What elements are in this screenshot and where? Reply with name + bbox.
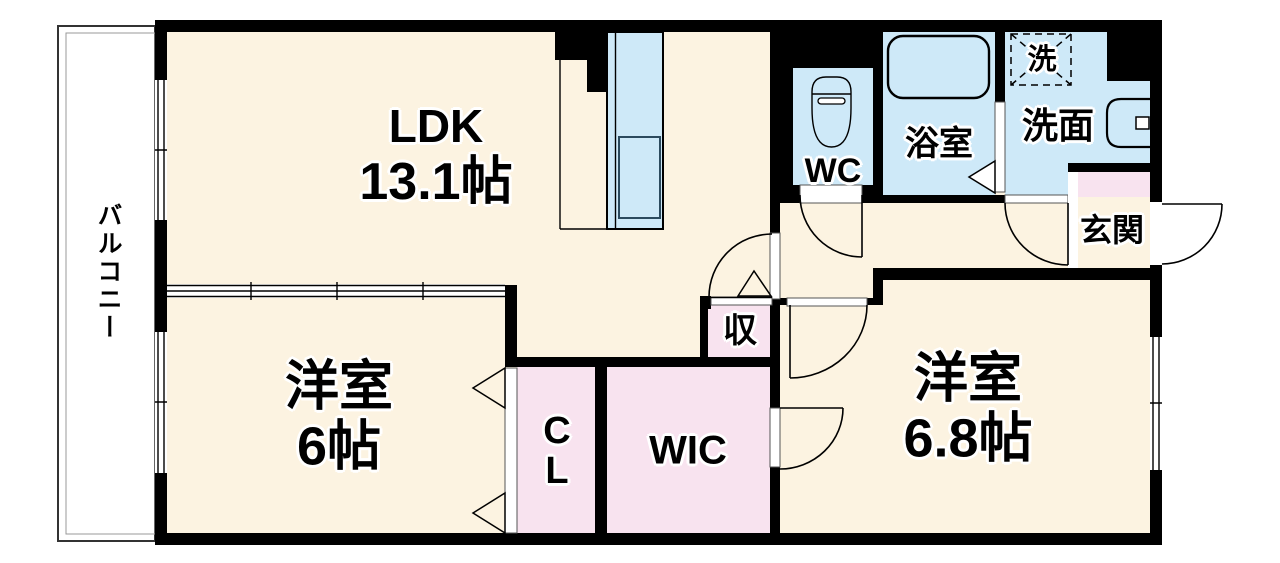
wall-segment: [780, 32, 883, 68]
balcony-outline: [57, 25, 156, 542]
washing-machine-icon: [1010, 33, 1072, 86]
wall-segment: [780, 185, 800, 203]
wic-label: WIC: [649, 428, 727, 473]
wall-segment: [595, 367, 607, 533]
wall-segment: [873, 278, 883, 305]
storage-floor: [708, 303, 770, 357]
wall-segment: [505, 285, 517, 367]
closet-door-strip: [504, 367, 518, 534]
wall-segment: [873, 268, 1162, 280]
ldk-door-swing: [700, 233, 773, 299]
wic-door-swing: [779, 407, 844, 470]
bifold-door-markers: [471, 159, 996, 535]
wc-floor: [793, 68, 873, 185]
bathtub-icon: [886, 34, 991, 100]
wall-segment: [780, 298, 787, 305]
storage-door-triangle: [736, 269, 773, 297]
window-bedroom2: [1150, 337, 1162, 470]
kitchen-counter-icon: [559, 31, 664, 230]
ldk-door-opening: [769, 232, 781, 300]
wic-door-opening: [769, 407, 781, 468]
wall-segment: [505, 357, 780, 367]
window-bedroom1: [155, 332, 167, 473]
entrance-opening: [1150, 202, 1162, 265]
closet-door-triangle: [471, 366, 506, 410]
wc-door-swing: [799, 194, 863, 258]
toilet-icon: [811, 76, 852, 148]
washbasin-icon: [1105, 97, 1150, 149]
ldk-label: LDK 13.1帖: [359, 101, 512, 211]
openings: [504, 101, 1162, 534]
entrance-door-swing: [1161, 203, 1223, 265]
closet-floor: [517, 367, 595, 533]
entrance-step-strip: [1068, 172, 1078, 268]
wc-label: WC: [804, 151, 862, 190]
wall-segment: [555, 32, 607, 60]
bedroom2-label: 洋室 6.8帖: [903, 349, 1032, 470]
sliding-partition: [167, 282, 505, 300]
bedroom1-size: 6帖: [296, 417, 382, 477]
bedroom2-size: 6.8帖: [903, 409, 1033, 469]
shoe-cabinet: [1078, 172, 1150, 197]
bedroom2-door-swing: [789, 304, 868, 379]
wall-segment: [587, 60, 607, 92]
bedroom1-name: 洋室: [285, 356, 393, 417]
window-ldk: [155, 80, 167, 220]
bathroom-door-opening: [994, 101, 1006, 193]
closet-door-triangle: [471, 491, 506, 535]
bedroom2-name: 洋室: [913, 348, 1022, 409]
washer-label: 洗: [1027, 43, 1057, 76]
washroom-door-opening: [1004, 194, 1069, 204]
bedroom1-label: 洋室 6帖: [285, 357, 393, 478]
entrance-label: 玄関: [1079, 212, 1145, 249]
storage-label: 収: [723, 311, 757, 350]
wall-segment: [1107, 32, 1150, 81]
wall-segment: [700, 296, 708, 357]
wall-segment: [862, 185, 883, 203]
bathroom-label: 浴室: [905, 124, 973, 163]
wall-segment: [995, 32, 1005, 102]
door-swings: [700, 194, 1223, 470]
ldk-size: 13.1帖: [359, 152, 513, 211]
ldk-name: LDK: [388, 100, 484, 153]
washroom-label: 洗面: [1021, 104, 1095, 146]
wall-segment: [883, 195, 1005, 203]
wall-segment: [873, 68, 883, 203]
wic-floor: [607, 367, 770, 533]
wall-segment: [155, 20, 1162, 32]
bathroom-door-triangle: [967, 159, 996, 195]
bedroom2-door-opening: [786, 297, 868, 307]
washroom-floor-2: [1005, 163, 1068, 195]
wall-segment: [780, 68, 793, 195]
windows: [155, 80, 1162, 473]
wall-segment: [867, 298, 883, 305]
wc-door-opening: [799, 184, 863, 204]
balcony-label: バルコニー: [94, 202, 122, 342]
closet-label: CL: [543, 410, 571, 492]
washroom-door-swing: [1004, 202, 1069, 266]
wall-segment: [1068, 163, 1150, 172]
wall-segment: [155, 533, 1162, 545]
